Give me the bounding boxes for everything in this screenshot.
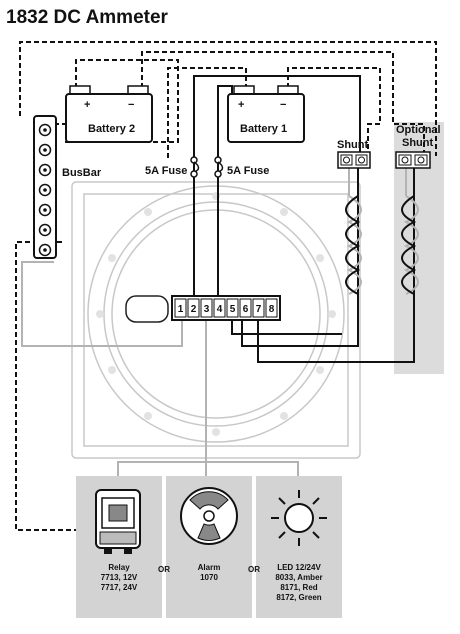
relay-label-line: Relay [108,563,130,572]
diagram-title: 1832 DC Ammeter [6,7,169,28]
terminal-pin-2 [187,298,200,318]
battery-2: + − Battery 2 [65,85,153,143]
wire-accessory-bus [117,461,299,476]
terminal-pin-label: 8 [269,304,275,315]
terminal-pin-4 [213,298,226,318]
shunt [337,151,371,169]
shunt-label: Shunt [337,139,368,151]
battery-2-minus-icon: − [128,99,134,111]
terminal-pin-5 [226,298,239,318]
fuse-left [190,156,200,178]
optional-shunt [395,151,431,169]
terminal-pin-label: 3 [204,304,210,315]
terminal-pin-label: 7 [256,304,262,315]
led-panel [256,476,342,618]
optional-shunt-twisted-pair [401,195,419,295]
optional-shunt-label-line1: Optional [396,124,441,136]
terminal-pin-3 [200,298,213,318]
battery-2-plus-icon: + [84,99,90,111]
led-icon [271,490,327,546]
led-label-line: 8033, Amber [275,573,322,582]
relay-label-line: 7717, 24V [101,583,138,592]
wire-busbar-to-pin1 [21,261,183,347]
terminal-pin-label: 1 [178,304,184,315]
battery-1: + − Battery 1 [227,85,305,143]
terminal-pin-1 [174,298,187,318]
meter-faceplate [71,181,361,459]
battery-1-label: Battery 1 [240,123,287,135]
led-label-line: 8171, Red [280,583,317,592]
battery-2-label: Battery 2 [88,123,135,135]
fuse-right-label: 5A Fuse [227,165,269,177]
alarm-label-line: Alarm [198,563,221,572]
terminal-pin-6 [239,298,252,318]
or-label-1: OR [158,565,170,574]
optional-shunt-label-line2: Shunt [402,137,433,149]
alarm-icon [180,487,238,545]
relay-label-line: 7713, 12V [101,573,138,582]
alarm-label-line: 1070 [200,573,218,582]
terminal-pin-label: 4 [217,304,223,315]
led-label-line: LED 12/24V [277,563,321,572]
fuse-left-label: 5A Fuse [145,165,187,177]
busbar [33,115,57,259]
busbar-label: BusBar [62,167,102,179]
battery-1-minus-icon: − [280,99,286,111]
terminal-pin-label: 2 [191,304,197,315]
terminal-pin-label: 5 [230,304,236,315]
terminal-pin-7 [252,298,265,318]
battery-1-plus-icon: + [238,99,244,111]
fuse-right [214,156,224,178]
or-label-2: OR [248,565,260,574]
led-label-line: 8172, Green [276,593,321,602]
shunt-twisted-pair [345,195,362,295]
relay-icon [95,489,141,554]
terminal-pin-8 [265,298,278,318]
terminal-pin-label: 6 [243,304,249,315]
